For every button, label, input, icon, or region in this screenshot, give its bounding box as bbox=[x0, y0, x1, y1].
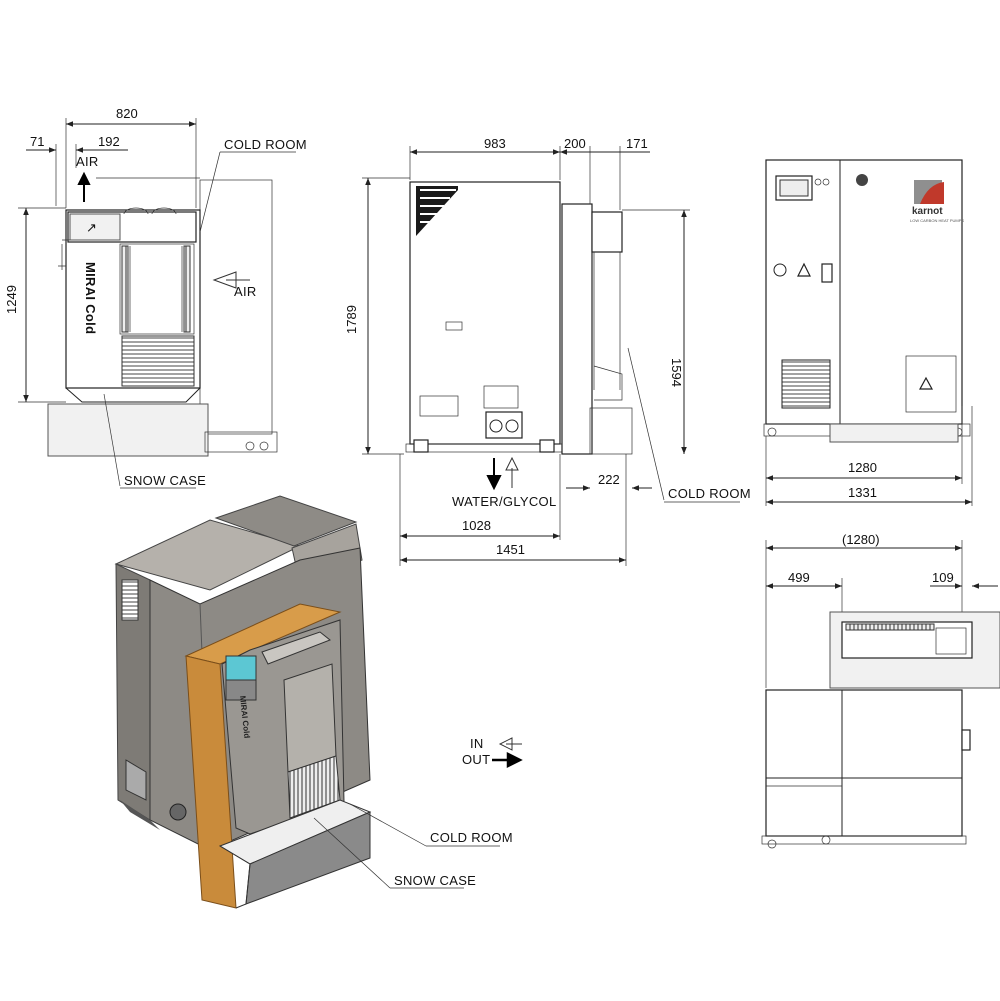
dim-base: 1028 bbox=[462, 518, 491, 533]
dim-gap: 200 bbox=[564, 136, 586, 151]
legend-in-label: IN bbox=[470, 736, 484, 751]
evaporator-display bbox=[225, 655, 257, 681]
dim-rear-width: 1280 bbox=[848, 460, 877, 475]
snow-case-base bbox=[47, 403, 209, 457]
cold-room-outline bbox=[199, 179, 273, 435]
dim-offset-left: 71 bbox=[30, 134, 44, 149]
cold-room-label-2: COLD ROOM bbox=[668, 486, 751, 501]
dim-outlet: 171 bbox=[626, 136, 648, 151]
unit-side-label: MIRAI Cold bbox=[83, 262, 98, 334]
snow-case-label-1: SNOW CASE bbox=[124, 473, 206, 488]
legend-out-label: OUT bbox=[462, 752, 490, 767]
dim-depth: 983 bbox=[484, 136, 506, 151]
warning-icon-2 bbox=[918, 376, 934, 390]
top-unit-body bbox=[765, 689, 963, 837]
legend-out-arrow-icon bbox=[492, 751, 523, 769]
side-view: ↗ MIRAI Cold 820 71 192 1249 AIR AIR COL… bbox=[4, 106, 307, 489]
air-side-label: AIR bbox=[234, 284, 257, 299]
cold-room-label-1: COLD ROOM bbox=[224, 137, 307, 152]
rear-vent-grill bbox=[781, 359, 831, 409]
air-top-label: AIR bbox=[76, 154, 99, 169]
front-view: 983 200 171 1789 1594 222 1028 1451 WATE… bbox=[344, 136, 751, 566]
dim-width-total: 820 bbox=[116, 106, 138, 121]
rear-view: karnot LOW CARBON HEAT PUMPS 1280 1331 bbox=[763, 159, 973, 506]
brand-tagline: LOW CARBON HEAT PUMPS bbox=[910, 218, 964, 223]
dim-height-side: 1249 bbox=[4, 285, 19, 314]
air-in-arrow-icon bbox=[212, 271, 250, 289]
dim-top-left: 499 bbox=[788, 570, 810, 585]
dim-air-outlet: 192 bbox=[98, 134, 120, 149]
unit-iso-label: MIRAI Cold bbox=[238, 695, 251, 738]
warning-icon bbox=[797, 262, 811, 277]
dim-top-right: 109 bbox=[932, 570, 954, 585]
dim-clearance: 222 bbox=[598, 472, 620, 487]
brand-name: karnot bbox=[912, 206, 943, 217]
air-up-arrow-icon bbox=[77, 171, 91, 202]
flow-legend: IN OUT bbox=[462, 736, 523, 769]
cold-room-label-3: COLD ROOM bbox=[430, 830, 513, 845]
karnot-logo: karnot LOW CARBON HEAT PUMPS bbox=[910, 180, 964, 223]
dim-total: 1451 bbox=[496, 542, 525, 557]
water-in-arrow-icon bbox=[505, 456, 519, 488]
snow-case-label-2: SNOW CASE bbox=[394, 873, 476, 888]
dim-top-width: (1280) bbox=[842, 532, 880, 547]
water-out-arrow-icon bbox=[486, 458, 502, 491]
water-glycol-label: WATER/GLYCOL bbox=[452, 494, 556, 509]
dim-height-front: 1789 bbox=[344, 305, 359, 334]
isometric-view: MIRAI Cold COLD ROOM SNOW CASE bbox=[114, 495, 513, 909]
svg-text:↗: ↗ bbox=[86, 220, 97, 235]
dim-rear-total: 1331 bbox=[848, 485, 877, 500]
top-view: (1280) 499 109 bbox=[761, 532, 1000, 849]
dim-inner-height: 1594 bbox=[669, 358, 684, 387]
front-unit-body bbox=[409, 181, 561, 445]
